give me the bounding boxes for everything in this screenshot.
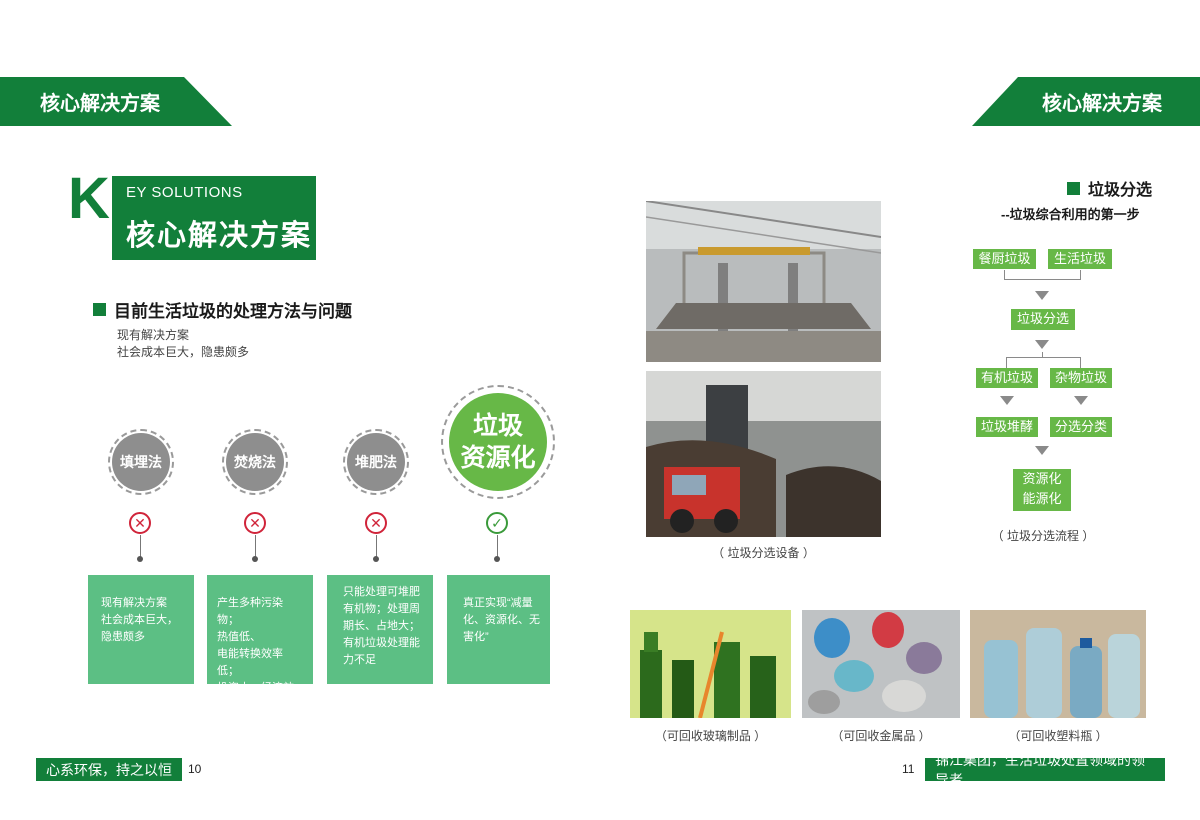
connector-dot	[494, 556, 500, 562]
connector-line	[376, 535, 377, 557]
right-subtitle: --垃圾综合利用的第一步	[1001, 207, 1140, 222]
desc-line: 热值低、	[217, 631, 261, 643]
flow-arrow-icon	[1074, 396, 1088, 405]
desc-line: 投资大、经济效益差	[217, 682, 294, 711]
metal-cans-photo	[802, 610, 960, 718]
flow-line	[1004, 270, 1005, 279]
right-footer-slogan: 锦江集团，生活垃圾处置领域的领导者	[925, 752, 1165, 788]
plastic-bottles-photo	[970, 610, 1146, 718]
desc-box-resource: 真正实现“减量 化、资源化、无 害化”	[447, 575, 550, 684]
left-section-title: 目前生活垃圾的处理方法与问题	[93, 297, 352, 322]
method-landfill: 填埋法	[108, 429, 174, 495]
left-banner: 核心解决方案	[0, 77, 232, 126]
desc-line: 化、资源化、无	[463, 614, 540, 626]
desc-line: 隐患颇多	[101, 631, 145, 643]
check-icon: ✓	[486, 512, 508, 534]
flow-box-sundry-waste: 杂物垃圾	[1050, 368, 1112, 388]
cross-icon: ✕	[244, 512, 266, 534]
cross-icon: ✕	[129, 512, 151, 534]
desc-line: 只能处理可堆肥	[343, 586, 420, 598]
right-section-title-text: 垃圾分选	[1088, 182, 1153, 199]
right-section-title: 垃圾分选	[1067, 176, 1152, 200]
desc-line: 社会成本巨大，	[101, 614, 178, 626]
intro-line: 现有解决方案	[117, 328, 190, 342]
flow-caption: （ 垃圾分选流程 ）	[991, 529, 1095, 543]
resource-line: 资源化	[460, 444, 536, 472]
key-letter: K	[68, 166, 110, 231]
left-banner-title: 核心解决方案	[40, 93, 160, 115]
desc-box-compost: 只能处理可堆肥 有机物；处理周 期长、占地大； 有机垃圾处理能 力不足	[327, 575, 433, 684]
sorting-equipment-photo-1	[646, 201, 881, 362]
method-incineration-label: 焚烧法	[226, 433, 284, 491]
method-compost-label: 堆肥法	[347, 433, 405, 491]
left-footer-slogan: 心系环保，持之以恒	[36, 758, 182, 781]
flow-box-resource-energy: 资源化 能源化	[1013, 469, 1071, 511]
glass-caption: （可回收玻璃制品 ）	[654, 729, 767, 743]
flow-line	[1080, 270, 1081, 279]
intro-text: 现有解决方案 社会成本巨大，隐患颇多	[117, 327, 249, 361]
flow-arrow-icon	[1035, 340, 1049, 349]
flow-box-organic-waste: 有机垃圾	[976, 368, 1038, 388]
flow-arrow-icon	[1035, 446, 1049, 455]
flow-line	[1042, 352, 1043, 358]
right-page-number: 11	[902, 762, 915, 776]
desc-line: 产生多种污染物；	[217, 597, 283, 626]
glass-bottles-photo	[630, 610, 791, 718]
connector-dot	[137, 556, 143, 562]
method-incineration: 焚烧法	[222, 429, 288, 495]
method-landfill-label: 填埋法	[112, 433, 170, 491]
connector-line	[255, 535, 256, 557]
intro-line: 社会成本巨大，隐患颇多	[117, 345, 250, 359]
method-resource-label: 垃圾 资源化	[449, 393, 547, 491]
cross-icon: ✕	[365, 512, 387, 534]
method-compost: 堆肥法	[343, 429, 409, 495]
flow-final-line: 能源化	[1022, 491, 1062, 506]
flow-arrow-icon	[1000, 396, 1014, 405]
desc-line: 害化”	[463, 631, 489, 643]
desc-box-incineration: 产生多种污染物； 热值低、 电能转换效率低； 投资大、经济效益差	[207, 575, 313, 711]
right-banner-title: 核心解决方案	[1042, 93, 1162, 115]
flow-box-sorting: 垃圾分选	[1011, 309, 1075, 330]
flow-line	[1006, 357, 1081, 358]
resource-line: 垃圾	[472, 412, 523, 440]
flow-line	[1004, 279, 1081, 280]
flow-final-line: 资源化	[1022, 471, 1062, 486]
desc-line: 有机物；处理周	[343, 603, 420, 615]
square-bullet-icon	[93, 303, 106, 316]
desc-line: 力不足	[343, 654, 376, 666]
square-bullet-icon	[1067, 181, 1080, 195]
connector-line	[497, 535, 498, 557]
flow-box-classification: 分选分类	[1050, 417, 1112, 437]
flow-line	[1080, 357, 1081, 368]
connector-line	[140, 535, 141, 557]
metal-caption: （可回收金属品 ）	[831, 729, 931, 743]
flow-box-fermentation: 垃圾堆酵	[976, 417, 1038, 437]
key-solutions-box: EY SOLUTIONS 核心解决方案	[112, 176, 316, 260]
connector-dot	[373, 556, 379, 562]
key-cn-title: 核心解决方案	[126, 220, 313, 252]
desc-line: 电能转换效率低；	[217, 648, 283, 677]
desc-line: 期长、占地大；	[343, 620, 420, 632]
key-en-title: EY SOLUTIONS	[126, 184, 243, 201]
flow-box-household-waste: 生活垃圾	[1048, 249, 1112, 269]
sorting-equipment-photo-2	[646, 371, 881, 537]
desc-box-landfill: 现有解决方案 社会成本巨大， 隐患颇多	[88, 575, 194, 684]
flow-arrow-icon	[1035, 291, 1049, 300]
equipment-caption: （ 垃圾分选设备 ）	[712, 546, 815, 560]
right-banner: 核心解决方案	[972, 77, 1200, 126]
left-section-title-text: 目前生活垃圾的处理方法与问题	[114, 302, 352, 321]
connector-dot	[252, 556, 258, 562]
flow-box-kitchen-waste: 餐厨垃圾	[973, 249, 1036, 269]
desc-line: 有机垃圾处理能	[343, 637, 420, 649]
method-resource: 垃圾 资源化	[441, 385, 555, 499]
desc-line: 真正实现“减量	[463, 597, 533, 609]
flow-line	[1006, 357, 1007, 368]
desc-line: 现有解决方案	[101, 597, 167, 609]
plastic-caption: （可回收塑料瓶 ）	[1008, 729, 1108, 743]
left-page-number: 10	[188, 762, 202, 776]
